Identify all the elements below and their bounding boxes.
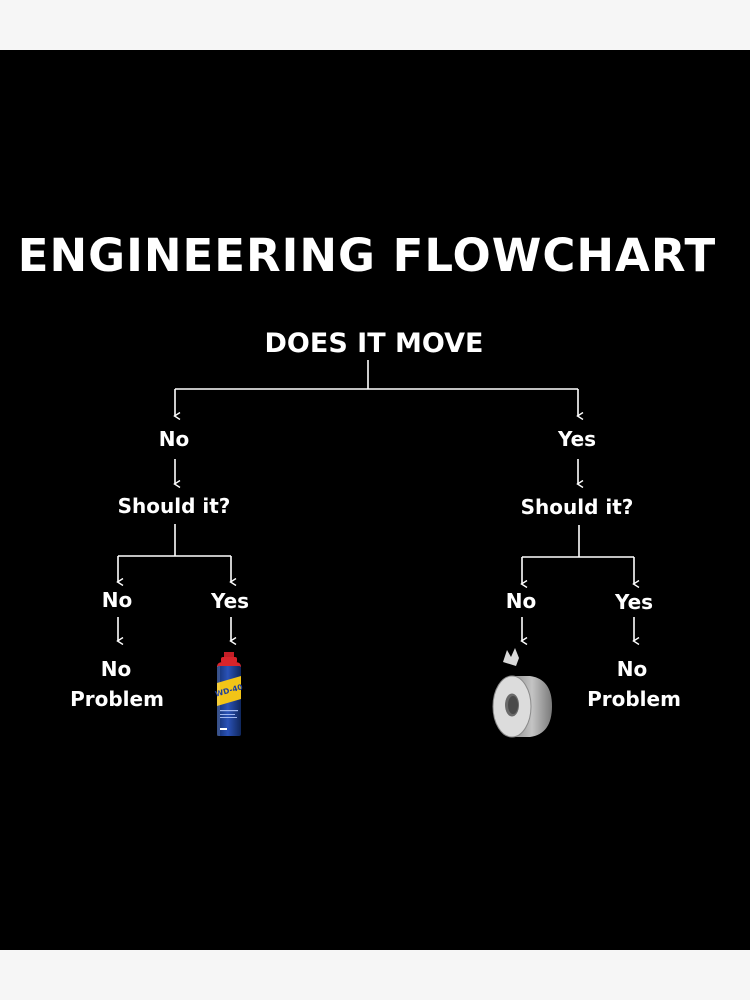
left-answer-label: No (159, 427, 189, 451)
right-question: Should it? (521, 495, 634, 519)
left-question: Should it? (118, 494, 231, 518)
right-no-label: No (506, 589, 536, 613)
duct-tape-icon (492, 648, 552, 738)
root-connectors (175, 360, 578, 416)
left-branch: No Should it? No Yes No Problem WD-40 (70, 427, 249, 736)
left-no-label: No (102, 588, 132, 612)
right-branch: Yes Should it? No Yes No Problem (492, 427, 681, 738)
wd40-can-icon: WD-40 (214, 652, 244, 736)
left-no-result-line2: Problem (70, 687, 164, 711)
left-yes-label: Yes (210, 589, 249, 613)
chart-title: ENGINEERING FLOWCHART (18, 229, 716, 282)
root-question: DOES IT MOVE (265, 328, 484, 359)
poster-background (0, 50, 750, 950)
right-yes-result-line2: Problem (587, 687, 681, 711)
right-yes-label: Yes (614, 590, 653, 614)
left-no-result-line1: No (101, 657, 131, 681)
right-yes-result-line1: No (617, 657, 647, 681)
right-answer-label: Yes (557, 427, 596, 451)
